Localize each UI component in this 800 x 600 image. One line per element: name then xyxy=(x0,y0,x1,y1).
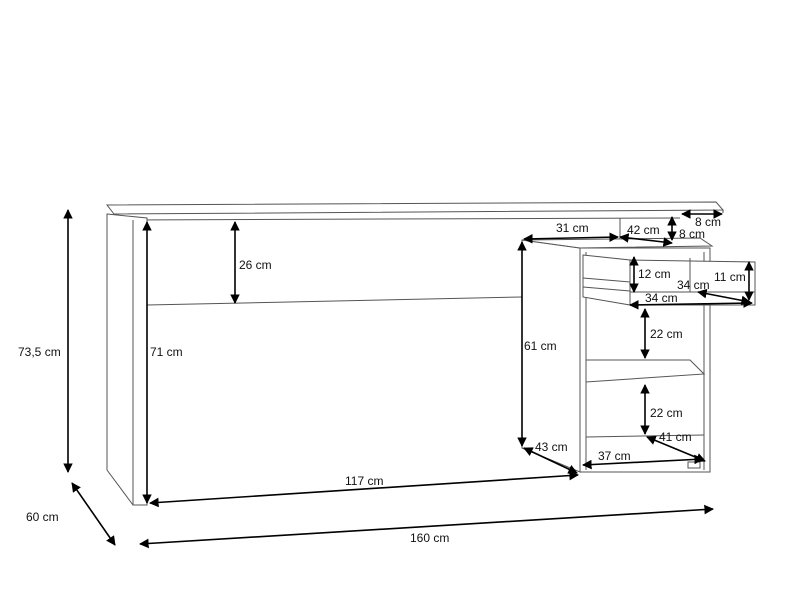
pedestal-side xyxy=(521,239,581,473)
foot xyxy=(687,461,701,469)
label-knee-width: 117 cm xyxy=(345,474,383,488)
label-leg-height: 71 cm xyxy=(150,345,183,359)
label-top-offset-mid: 42 cm xyxy=(627,223,660,237)
label-top-offset-left: 31 cm xyxy=(556,221,589,235)
back-panel-edge xyxy=(146,296,523,306)
left-leg xyxy=(106,213,148,506)
label-drawer-width: 34 cm xyxy=(645,291,678,305)
label-top-overhang-right: 8 cm xyxy=(695,215,721,229)
label-drawer-front-height: 11 cm xyxy=(714,270,746,284)
label-pedestal-depth: 43 cm xyxy=(535,440,568,454)
label-width-total: 160 cm xyxy=(410,531,449,545)
desk-top xyxy=(105,201,725,215)
label-depth-total: 60 cm xyxy=(26,510,59,524)
dimension-labels: 73,5 cm 60 cm 160 cm 71 cm 26 cm 117 cm … xyxy=(18,215,746,545)
label-drawer-depth: 34 cm xyxy=(677,278,710,292)
label-drawer-height-inner: 12 cm xyxy=(638,267,671,281)
label-pedestal-height: 61 cm xyxy=(524,339,557,353)
label-shelf-depth: 41 cm xyxy=(659,430,692,444)
label-shelf-upper-height: 22 cm xyxy=(650,327,683,341)
dimension-lines xyxy=(63,209,754,549)
label-shelf-lower-height: 22 cm xyxy=(650,406,683,420)
label-back-panel-gap: 26 cm xyxy=(239,258,272,272)
label-height-total: 73,5 cm xyxy=(18,345,61,359)
label-shelf-width: 37 cm xyxy=(598,449,631,463)
desk-outline xyxy=(105,201,756,506)
label-top-gap-height: 8 cm xyxy=(679,227,705,241)
shelf xyxy=(585,359,706,383)
